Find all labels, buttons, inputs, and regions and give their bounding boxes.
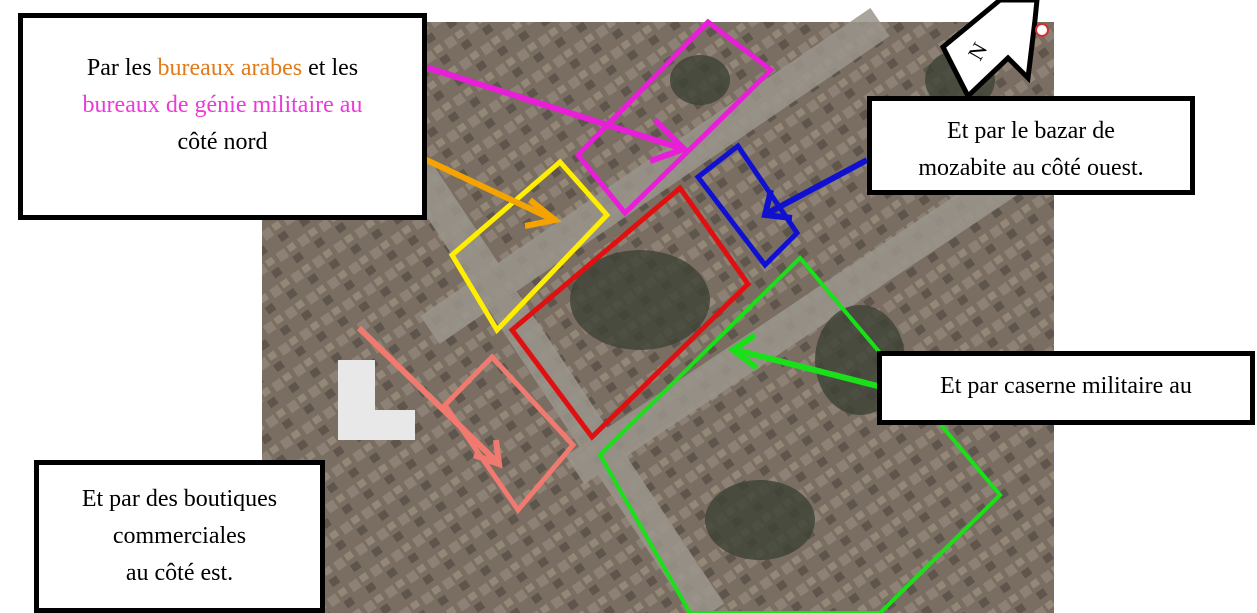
north-zone-outline-yellow [448,158,611,335]
arrow-south-green [727,332,906,396]
arrow-east-salmon [356,325,503,469]
north-zone-outline-magenta [574,18,775,217]
arrow-north-magenta [421,63,690,164]
callout-west-line2: mozabite au côté ouest. [918,155,1144,181]
callout-east-line2: commerciales [112,523,247,549]
east-zone-outline [441,353,577,515]
white-building [338,360,415,440]
central-square-outline [508,184,752,441]
callout-west-line1: Et par le bazar de [947,118,1115,144]
callout-west: Et par le bazar de mozabite au côté oues… [867,96,1195,195]
callout-north: Par les bureaux arabes et les bureaux de… [18,13,427,220]
callout-south: Et par caserne militaire au [877,351,1255,425]
south-zone-outline [597,255,1003,613]
callout-north-line3: côté nord [177,129,268,155]
callout-south-line1: Et par caserne militaire au [940,373,1192,399]
callout-north-line2: bureaux de génie militaire au [82,92,363,118]
callout-east-line1: Et par des boutiques [81,486,278,512]
north-arrow-icon [939,0,1049,101]
arrow-west-blue [761,157,869,221]
callout-north-line1: Par les bureaux arabes et les [86,55,359,81]
callout-east-line3: au côté est. [125,560,234,586]
arrow-north-yellow [401,146,562,229]
callout-east: Et par des boutiques commerciales au côt… [34,460,325,613]
west-zone-outline [694,142,801,269]
